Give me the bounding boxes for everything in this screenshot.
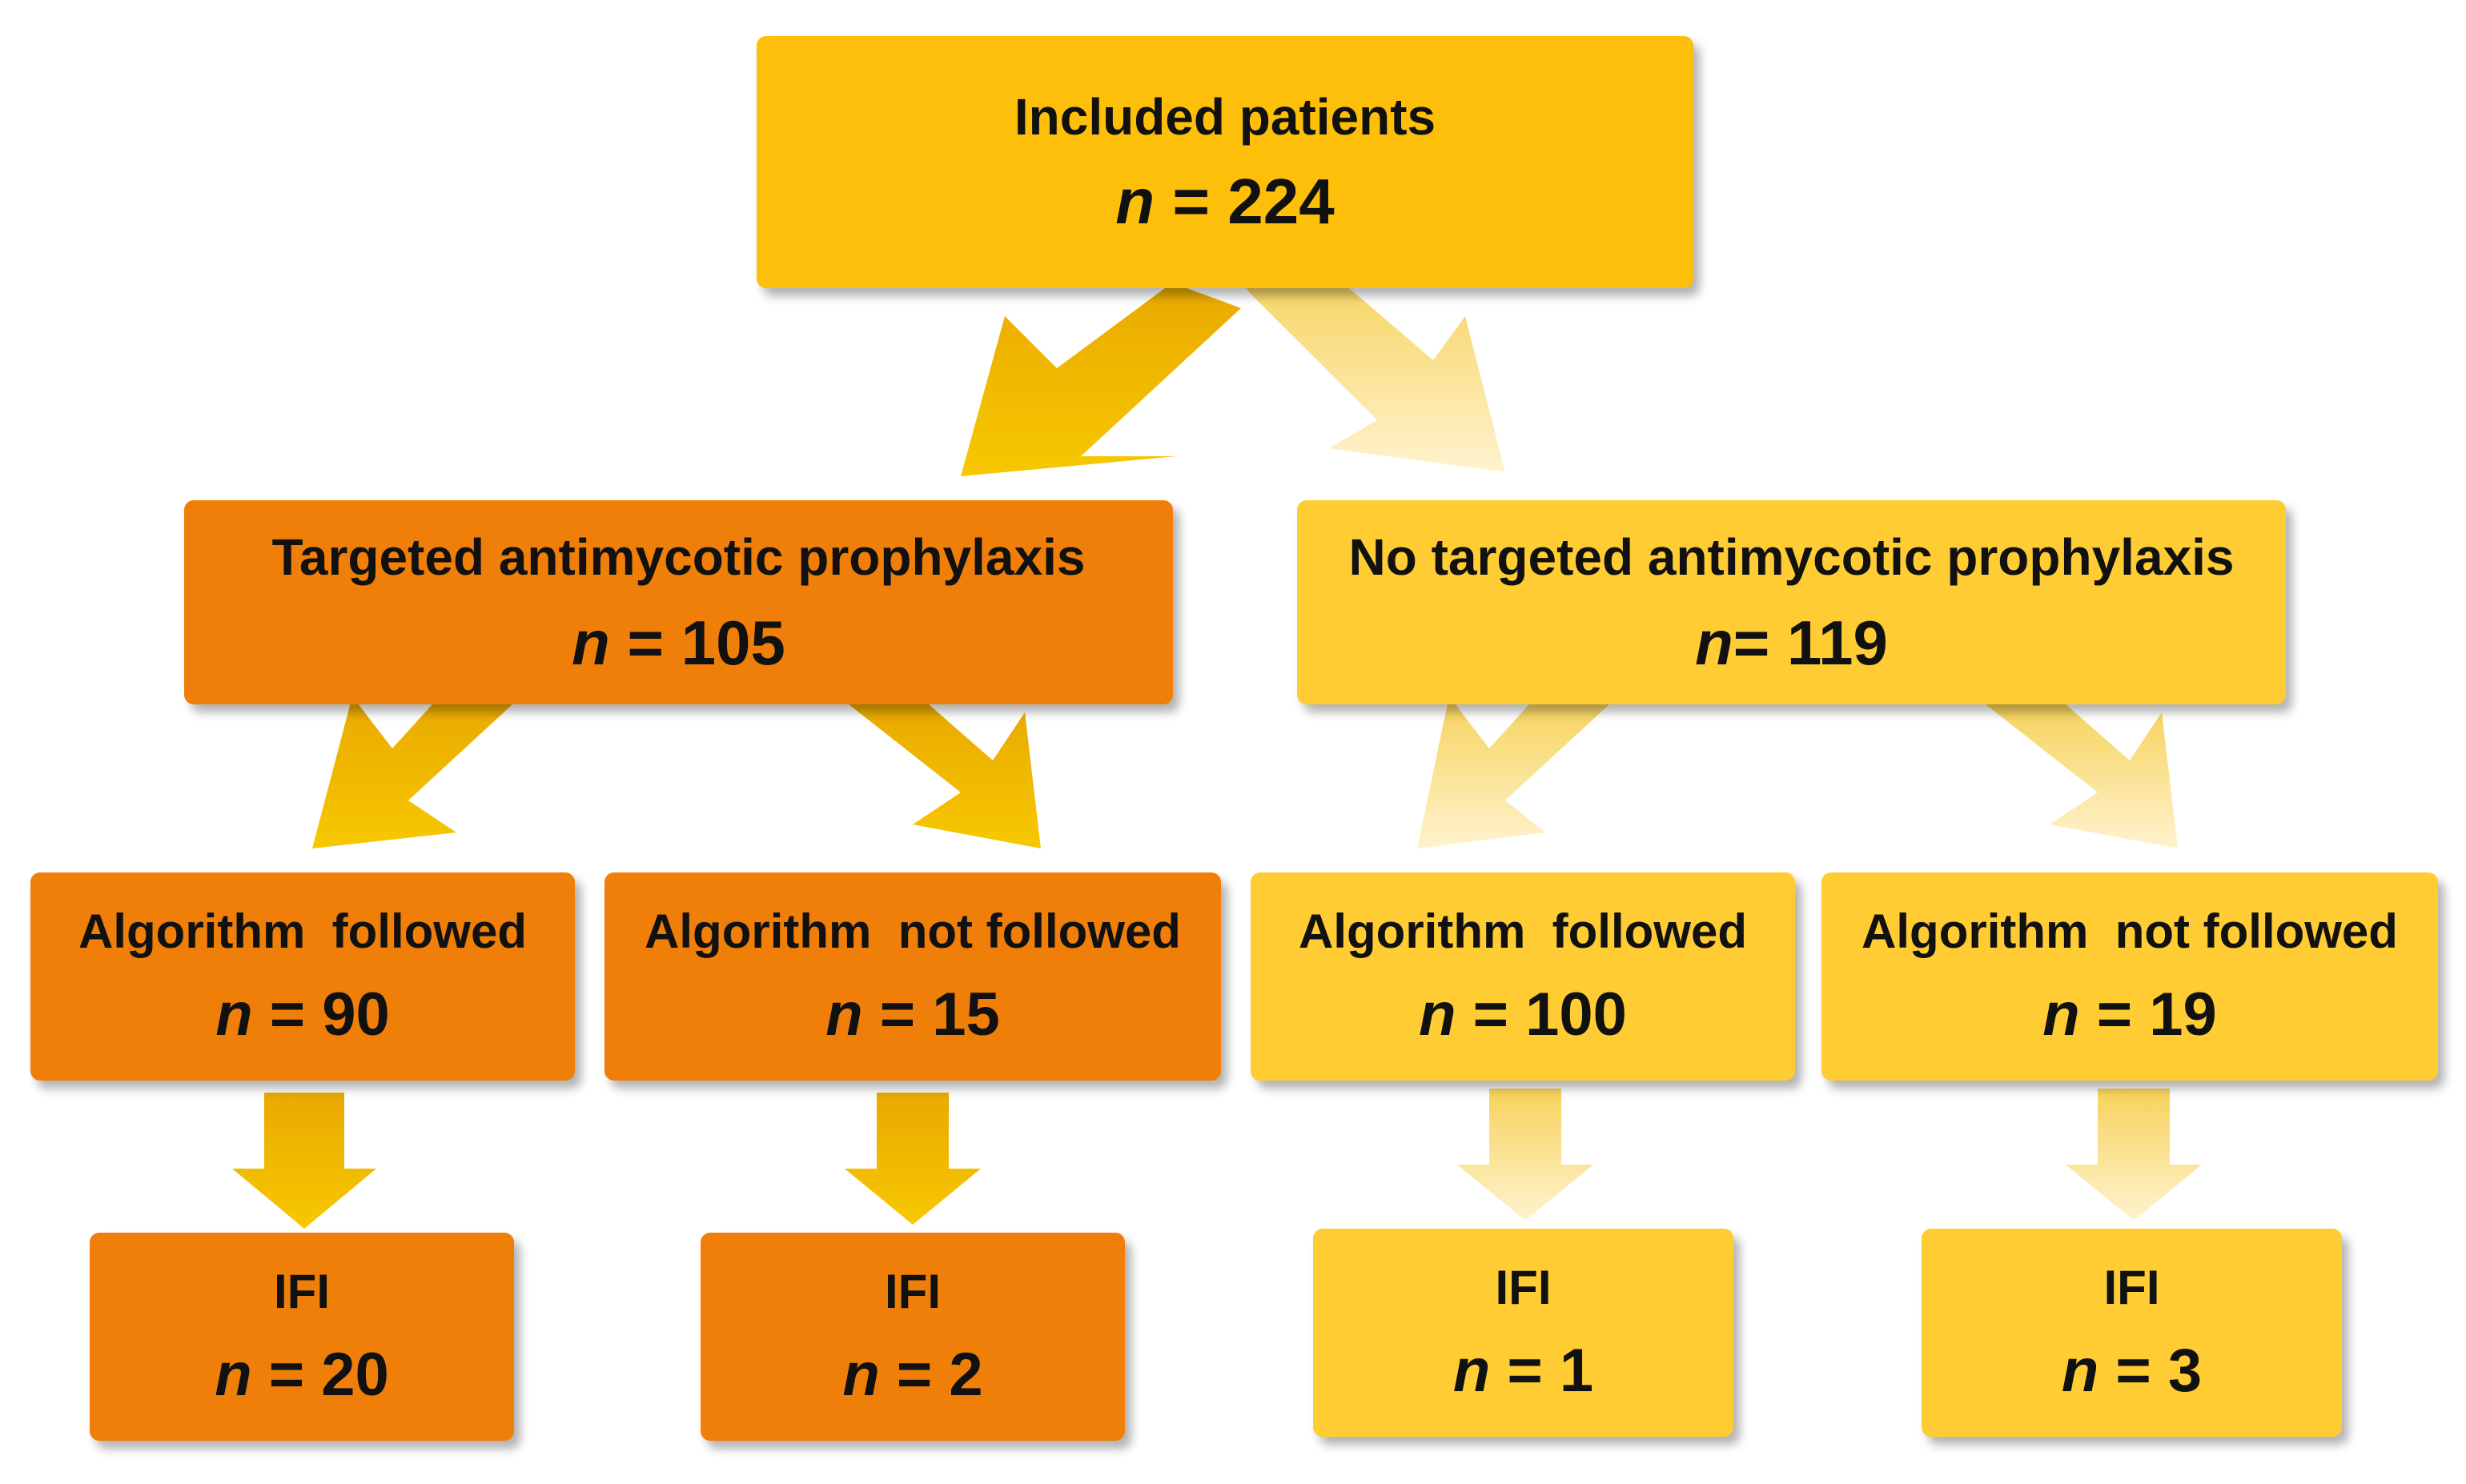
ifi-2-count: n = 2 [842, 1345, 982, 1406]
no-targeted-label: No targeted antimycotic prophylaxis [1348, 527, 2235, 586]
no-targeted-value: = 119 [1733, 607, 1888, 678]
ifi-3-count: n = 1 [1453, 1341, 1593, 1402]
ifi-3-n: n [1452, 1337, 1491, 1405]
ifi-4-count: n = 3 [2062, 1341, 2202, 1402]
targeted-value: = 105 [609, 607, 785, 678]
leaf-2-count: n = 15 [825, 985, 1000, 1045]
box-leaf-1: Algorithm followed n = 90 [30, 872, 575, 1081]
box-no-targeted-prophylaxis: No targeted antimycotic prophylaxis n= 1… [1297, 500, 2286, 704]
leaf-3-label: Algorithm followed [1299, 904, 1747, 958]
box-ifi-1: IFI n = 20 [90, 1233, 514, 1441]
ifi-1-label: IFI [274, 1265, 330, 1318]
ifi-2-label: IFI [885, 1265, 941, 1318]
arrow-targeted-to-leaf-2 [849, 704, 1041, 848]
box-included-patients: Included patients n = 224 [757, 36, 1693, 288]
arrow-root-to-targeted [961, 280, 1241, 476]
leaf-4-label: Algorithm not followed [1862, 904, 2398, 958]
ifi-3-value: = 1 [1490, 1337, 1594, 1405]
leaf-1-n: n [215, 981, 253, 1049]
no-targeted-n: n [1695, 607, 1733, 678]
root-count: n = 224 [1115, 169, 1335, 234]
box-targeted-prophylaxis: Targeted antimycotic prophylaxis n = 105 [184, 500, 1173, 704]
leaf-1-count: n = 90 [215, 985, 390, 1045]
ifi-4-value: = 3 [2099, 1337, 2203, 1405]
no-targeted-count: n= 119 [1695, 612, 1888, 674]
leaf-3-value: = 100 [1456, 981, 1627, 1049]
leaf-3-n: n [1419, 981, 1456, 1049]
ifi-4-label: IFI [2103, 1261, 2160, 1314]
box-leaf-4: Algorithm not followed n = 19 [1821, 872, 2438, 1081]
box-ifi-2: IFI n = 2 [701, 1233, 1125, 1441]
ifi-1-n: n [215, 1341, 252, 1409]
leaf-4-count: n = 19 [2042, 985, 2217, 1045]
box-ifi-4: IFI n = 3 [1922, 1229, 2342, 1437]
targeted-n: n [572, 607, 610, 678]
arrow-leaf-2-to-ifi [845, 1093, 981, 1225]
leaf-1-value: = 90 [252, 981, 390, 1049]
root-label: Included patients [1014, 87, 1436, 146]
ifi-2-value: = 2 [879, 1341, 983, 1409]
box-leaf-3: Algorithm followed n = 100 [1251, 872, 1795, 1081]
leaf-3-count: n = 100 [1419, 985, 1627, 1045]
root-value: = 224 [1155, 165, 1335, 237]
arrow-no-targeted-to-leaf-4 [1986, 704, 2178, 848]
root-n: n [1115, 165, 1155, 237]
leaf-1-label: Algorithm followed [78, 904, 527, 958]
box-ifi-3: IFI n = 1 [1313, 1229, 1733, 1437]
ifi-1-count: n = 20 [215, 1345, 389, 1406]
ifi-2-n: n [842, 1341, 880, 1409]
targeted-count: n = 105 [572, 612, 785, 674]
leaf-2-label: Algorithm not followed [645, 904, 1181, 958]
arrow-leaf-1-to-ifi [232, 1093, 376, 1229]
arrow-targeted-to-leaf-1 [312, 696, 512, 848]
targeted-label: Targeted antimycotic prophylaxis [271, 527, 1086, 586]
arrow-leaf-3-to-ifi [1457, 1089, 1593, 1221]
leaf-4-n: n [2042, 981, 2080, 1049]
leaf-2-n: n [825, 981, 863, 1049]
leaf-4-value: = 19 [2079, 981, 2217, 1049]
arrow-root-to-no-targeted [1241, 264, 1505, 472]
ifi-3-label: IFI [1495, 1261, 1552, 1314]
leaf-2-value: = 15 [862, 981, 1000, 1049]
arrow-leaf-4-to-ifi [2066, 1089, 2202, 1221]
ifi-4-n: n [2061, 1337, 2099, 1405]
box-leaf-2: Algorithm not followed n = 15 [604, 872, 1221, 1081]
arrow-no-targeted-to-leaf-3 [1417, 696, 1609, 848]
ifi-1-value: = 20 [251, 1341, 389, 1409]
